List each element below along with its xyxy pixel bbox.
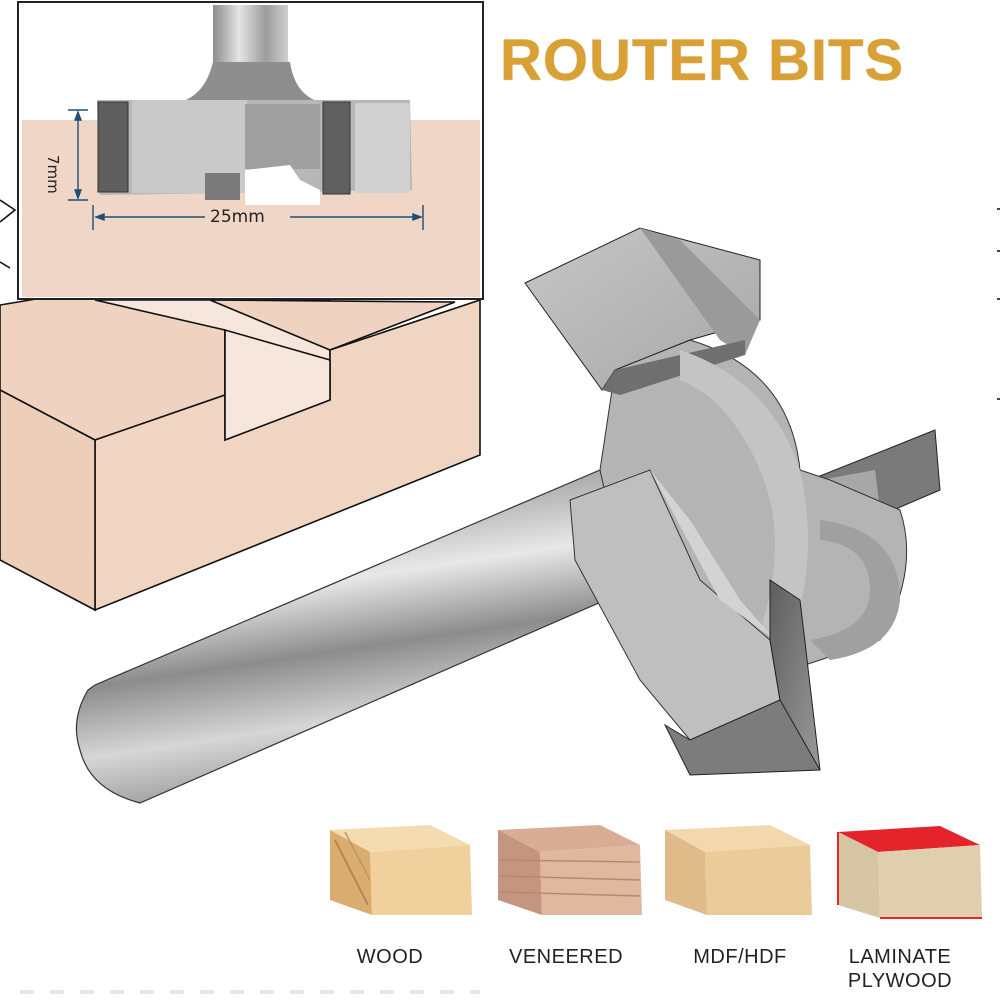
inset-dimension-diagram bbox=[17, 1, 484, 300]
page-title: ROUTER BITS bbox=[500, 28, 905, 93]
material-label-line1: LAMINATE bbox=[848, 946, 952, 968]
faint-caption-remnant bbox=[20, 990, 480, 994]
edge-tick bbox=[997, 298, 1000, 300]
material-blocks bbox=[330, 825, 982, 919]
laminate-plywood-block-icon bbox=[837, 826, 982, 919]
veneered-block-icon bbox=[498, 825, 642, 915]
mdf-block-icon bbox=[665, 825, 812, 915]
material-label-wood: WOOD bbox=[356, 946, 424, 968]
material-label-laminate-plywood: LAMINATE PLYWOOD bbox=[820, 945, 980, 993]
edge-tick bbox=[997, 208, 1000, 210]
material-label-line2: PLYWOOD bbox=[847, 970, 953, 992]
edge-tick bbox=[997, 250, 1000, 252]
height-dimension-label: 7mm bbox=[44, 155, 62, 194]
width-dimension-label: 25mm bbox=[210, 207, 265, 227]
router-bit-main bbox=[75, 227, 941, 804]
wood-block-icon bbox=[330, 825, 472, 915]
wood-slot-diagram bbox=[0, 199, 481, 612]
material-label-veneered: VENEERED bbox=[508, 946, 624, 968]
material-label-mdf-hdf: MDF/HDF bbox=[693, 946, 787, 968]
edge-tick bbox=[997, 398, 1000, 400]
